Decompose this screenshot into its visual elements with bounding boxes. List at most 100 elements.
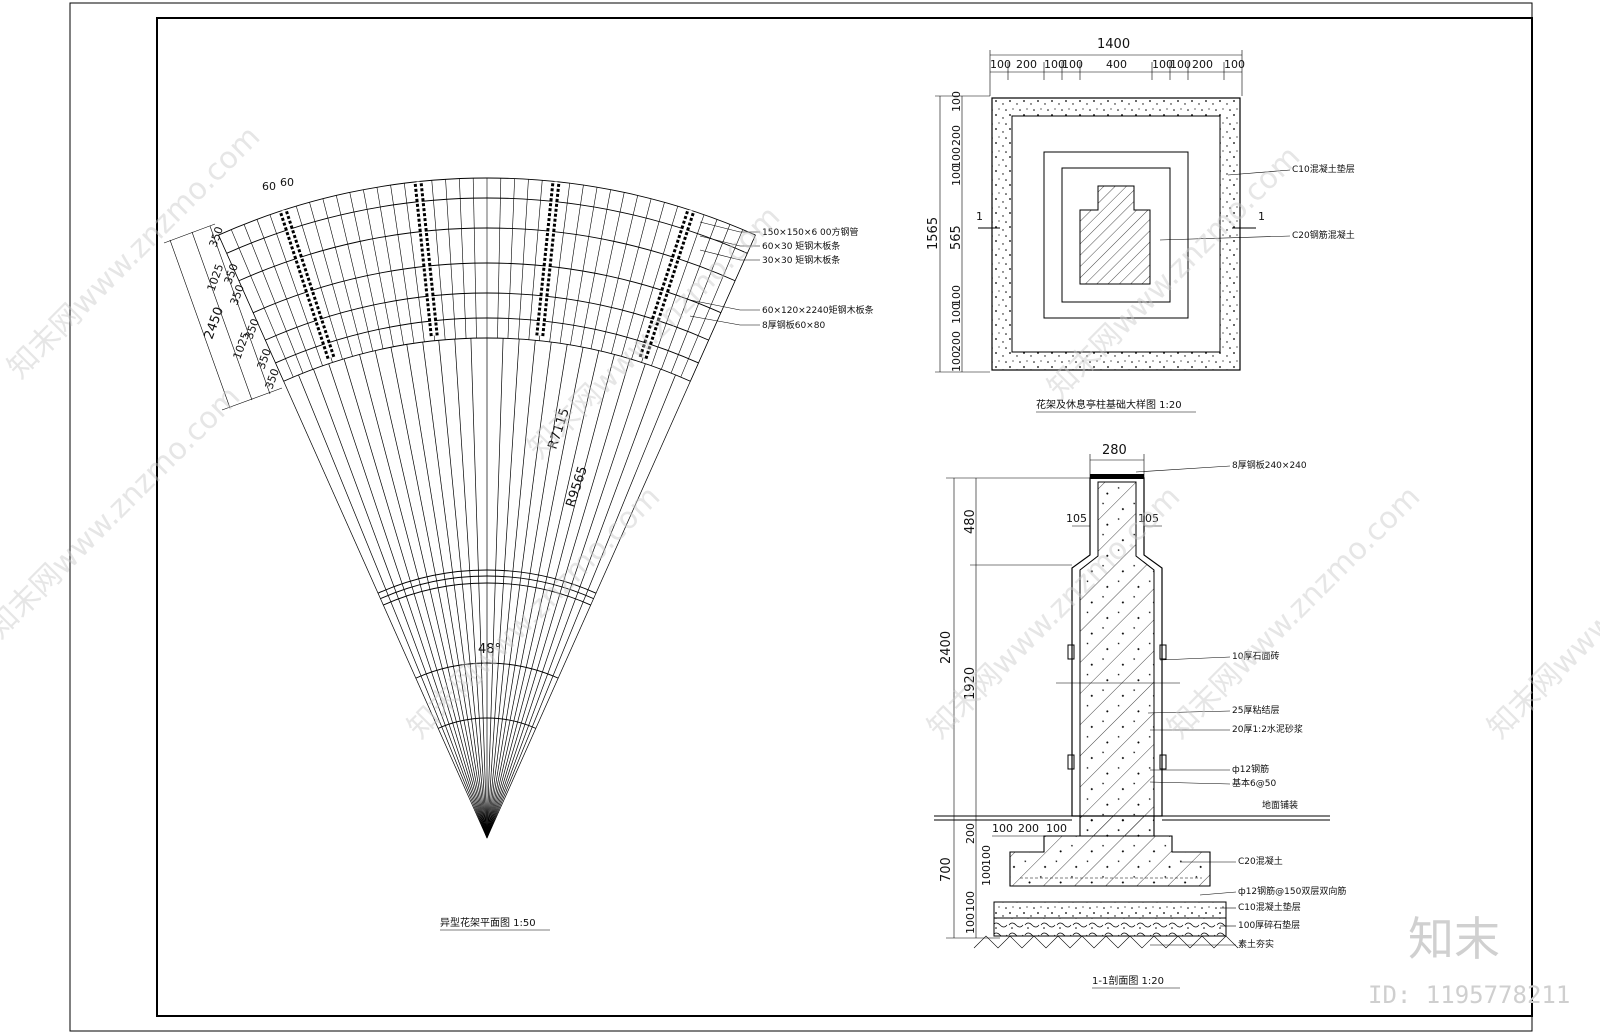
watermark-id: ID: 1195778211 [1368,981,1570,1009]
base-dim-side-b2: 100 [950,303,963,324]
sec-dim-2400: 2400 [939,631,954,664]
fan-slat [600,195,639,352]
fan-slat [295,206,343,360]
base-dim-side-total: 1565 [926,217,941,250]
base-section-mark-left: 1 [976,210,983,223]
sec-dim-105a: 105 [1066,512,1087,525]
base-dim-side-t4: 100 [950,165,963,186]
dim-side-350-3: 350 [228,283,247,307]
sec-note-1: 8厚钢板240×240 [1232,459,1307,471]
fan-slat [507,178,515,339]
fan-rays [218,234,756,839]
fan-ray [486,368,661,839]
section-view: 280 105 105 480 2400 1920 700 200 100 10… [934,443,1346,989]
fan-main-beam-core [538,181,558,336]
sec-note-6: 基本6@50 [1232,777,1276,789]
base-dim-side-t3: 100 [950,147,963,168]
fan-note-5: 8厚钢板60×80 [762,319,825,331]
fan-arc [380,575,594,600]
base-dim-side-b1: 100 [950,285,963,306]
fan-ray [470,338,488,839]
base-dim-top-p5: 400 [1106,58,1127,71]
fan-slat [621,202,665,357]
base-dim-top-p8: 200 [1192,58,1213,71]
sec-note-7: 地面铺装 [1262,799,1298,811]
section-footing [1009,815,1211,887]
sec-note-4: 20厚1:2水泥砂浆 [1232,723,1303,735]
sec-dim-700: 700 [939,857,954,882]
fan-beams [278,181,696,360]
base-dim-side-b4: 100 [950,351,963,372]
fan-arc [438,717,536,729]
fan-slat [518,179,529,340]
sec-dim-100c: 100 [964,891,977,912]
fan-slat [269,214,323,366]
base-section-mark-right: 1 [1258,210,1265,223]
fan-ray [486,344,568,839]
fan-slat [549,183,571,342]
fan-slat [497,178,502,339]
fan-ray [422,342,488,839]
fan-slat [376,187,404,346]
fan-slat [218,234,284,382]
fan-arc [377,569,597,594]
section-c10-layer [993,901,1227,919]
fan-slat [611,198,652,354]
fan-ray [454,339,488,839]
fan-slat [322,198,363,354]
fan-leaders [689,221,760,326]
fan-ray [486,338,504,839]
base-dim-top-p4: 100 [1062,58,1083,71]
watermark-tile-2: 知末网www.znzmo.com [401,479,667,745]
section-title: 1-1剖面图 1:20 [1092,974,1164,987]
fan-ray [486,374,676,839]
base-dim-side-b3: 200 [950,331,963,352]
base-dim-top-p2: 200 [1016,58,1037,71]
base-dim-top-ticks [1007,62,1225,80]
fan-slat [651,214,705,366]
base-note-1: C10混凝土垫层 [1292,163,1355,175]
fan-note-2: 60×30 矩钢木板条 [762,240,840,252]
fan-slat [403,183,425,342]
watermark-tile-8: 知末网www.znzmo.com [1481,479,1600,745]
fan-slat [472,178,477,339]
base-step-3 [1061,167,1171,303]
watermark-tile-1: 知末网www.znzmo.com [1,119,267,385]
fan-slat [580,189,611,347]
fan-arcs [218,177,756,729]
sec-dim-105b: 105 [1138,512,1159,525]
fan-slat [243,224,304,374]
fan-slat [309,202,353,357]
fan-slat [680,229,744,378]
fan-slat [690,234,756,382]
fan-ray [438,340,488,839]
base-plan-view: 1400 100 200 100 100 400 100 100 200 100… [926,37,1355,413]
base-dim-top-p3: 100 [1044,58,1065,71]
fan-note-1: 150×150×6 00方钢管 [762,226,858,238]
sec-dim-280: 280 [1102,443,1127,458]
fan-slat [335,195,374,352]
fan-slat [528,180,543,340]
fan-ray [359,354,488,839]
fan-plan-view: 60 60 2450 1025 1025 350 350 350 350 350… [163,176,874,931]
fan-ray [313,368,488,839]
base-dim-top-p1: 100 [990,58,1011,71]
fan-slat [349,192,384,349]
sec-dim-bottom-3: 100 [1046,822,1067,835]
fan-slat [631,206,679,360]
base-dim-top-p7: 100 [1170,58,1191,71]
fan-arc [383,582,591,606]
sec-note-8: C20混凝土 [1238,855,1283,867]
fan-slat [661,219,718,370]
fan-slat [590,192,625,349]
fan-slat [230,229,294,378]
base-step-2 [1043,151,1189,319]
watermark-layer: 知末网www.znzmo.com 知末网www.znzmo.com 知末网www… [0,119,1600,1009]
fan-ray [486,347,584,839]
dim-side-350-2: 350 [222,262,241,286]
fan-ray [390,347,488,839]
fan-ray [486,363,646,839]
fan-main-beam-core [641,209,693,359]
fan-plan-title: 异型花架平面图 1:50 [440,916,536,929]
